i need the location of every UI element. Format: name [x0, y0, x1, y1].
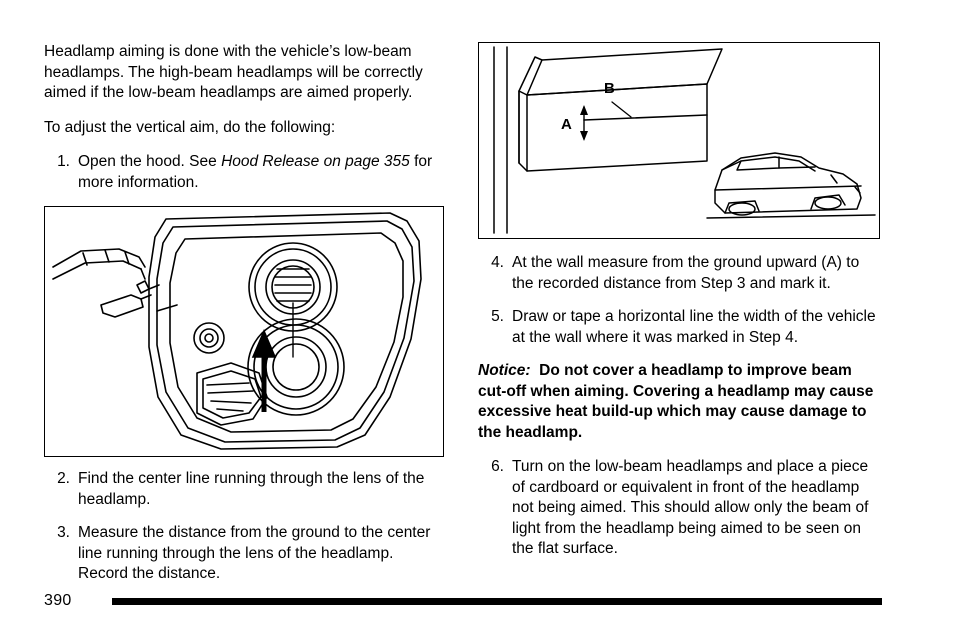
- notice-spacer: [531, 362, 540, 379]
- figure-wall-measurement: B A: [478, 42, 880, 239]
- steps-list-right-lower: 6. Turn on the low-beam headlamps and pla…: [478, 457, 882, 560]
- step-6: 6. Turn on the low-beam headlamps and pla…: [478, 457, 882, 560]
- figure-headlamp-lens: [44, 206, 444, 457]
- steps-list-right: 4. At the wall measure from the ground up…: [478, 253, 882, 348]
- page-number: 390: [44, 592, 72, 609]
- step-2: 2. Find the center line running through t…: [44, 469, 444, 510]
- step-5-number: 5.: [491, 308, 504, 325]
- step-4: 4. At the wall measure from the ground up…: [478, 253, 882, 294]
- footer-rule: [112, 598, 882, 605]
- center-line-arrow: [251, 328, 277, 412]
- figure-label-b: B: [604, 80, 615, 97]
- step-4-text: At the wall measure from the ground upwa…: [512, 254, 860, 292]
- step-1-number: 1.: [57, 153, 70, 170]
- headlamp-lens-illustration: [52, 212, 422, 450]
- notice-text: Do not cover a headlamp to improve beam …: [478, 362, 874, 441]
- steps-list-left-lower: 2. Find the center line running through t…: [44, 469, 444, 585]
- step-5-text: Draw or tape a horizontal line the width…: [512, 308, 876, 346]
- step-1: 1. Open the hood. See Hood Release on pag…: [44, 152, 444, 193]
- step-4-number: 4.: [491, 254, 504, 271]
- step-3-number: 3.: [57, 524, 70, 541]
- step-6-text: Turn on the low-beam headlamps and place…: [512, 458, 869, 557]
- step-3: 3. Measure the distance from the ground t…: [44, 523, 444, 585]
- step-2-text: Find the center line running through the…: [78, 470, 425, 508]
- step-1-text-before: Open the hood. See: [78, 153, 222, 170]
- step-1-text-after: for more information.: [78, 153, 433, 191]
- notice-label: Notice:: [478, 362, 531, 379]
- wall-measurement-illustration: B A: [493, 46, 876, 234]
- adjust-vertical-aim-paragraph: To adjust the vertical aim, do the follo…: [44, 118, 336, 136]
- step-6-number: 6.: [491, 458, 504, 475]
- figure-label-a: A: [561, 116, 572, 133]
- left-column: Headlamp aiming is done with the vehicle…: [44, 42, 444, 598]
- right-column: B A 4. At the wall measure from the groun…: [478, 42, 882, 573]
- step-2-number: 2.: [57, 470, 70, 487]
- step-5: 5. Draw or tape a horizontal line the wid…: [478, 307, 882, 348]
- step-3-text: Measure the distance from the ground to …: [78, 524, 431, 582]
- notice-block: Notice: Do not cover a headlamp to impro…: [478, 361, 882, 443]
- steps-list-left: 1. Open the hood. See Hood Release on pag…: [44, 152, 444, 193]
- intro-paragraph: Headlamp aiming is done with the vehicle…: [44, 43, 423, 101]
- step-1-italic-reference: Hood Release on page 355: [221, 153, 410, 170]
